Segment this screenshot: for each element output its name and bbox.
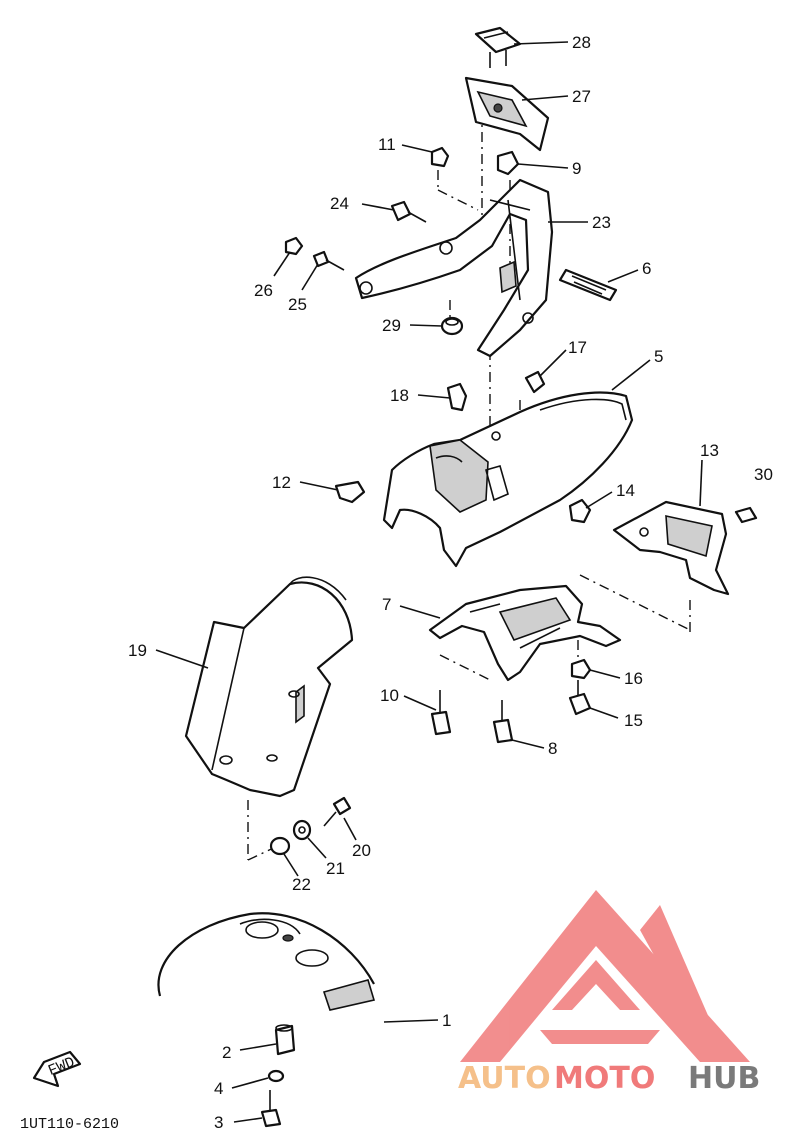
diagram-code: 1UT110-6210 — [20, 1116, 119, 1133]
callout-labels: 28 27 11 9 24 23 26 25 6 29 17 5 18 13 3… — [128, 33, 773, 1132]
callout-27: 27 — [572, 87, 591, 106]
part-18-clip — [446, 382, 468, 412]
callout-22: 22 — [292, 875, 311, 894]
watermark-logo — [460, 890, 750, 1062]
part-29-grommet — [440, 316, 464, 336]
part-6-emblem — [558, 268, 618, 302]
callout-21: 21 — [326, 859, 345, 878]
callout-16: 16 — [624, 669, 643, 688]
part-28-plate — [474, 26, 522, 68]
part-1-front-fender — [157, 912, 376, 1011]
part-23-grab-bar — [354, 178, 554, 358]
callout-14: 14 — [616, 481, 635, 500]
callout-9: 9 — [572, 159, 581, 178]
callout-2: 2 — [222, 1043, 231, 1062]
part-24-bolt — [390, 200, 427, 223]
callout-24: 24 — [330, 194, 349, 213]
part-2-spacer — [274, 1024, 296, 1056]
part-16-nut — [570, 658, 592, 680]
part-9-nut — [496, 150, 520, 176]
callout-4: 4 — [214, 1079, 223, 1098]
part-30-cap — [734, 506, 758, 524]
callout-23: 23 — [592, 213, 611, 232]
watermark-text: AUTO MOTO HUB — [458, 1061, 760, 1096]
callout-29: 29 — [382, 316, 401, 335]
part-19-side-cover — [184, 576, 354, 798]
callout-18: 18 — [390, 386, 409, 405]
callout-20: 20 — [352, 841, 371, 860]
callout-17: 17 — [568, 338, 587, 357]
part-17-clip — [524, 370, 546, 394]
callout-28: 28 — [572, 33, 591, 52]
part-20-bolt — [323, 796, 352, 827]
callout-15: 15 — [624, 711, 643, 730]
leader-lines — [155, 41, 703, 1123]
callout-5: 5 — [654, 347, 663, 366]
watermark-auto: AUTO — [458, 1061, 551, 1096]
part-10-bolt — [430, 690, 452, 736]
callout-12: 12 — [272, 473, 291, 492]
callout-26: 26 — [254, 281, 273, 300]
part-12-clip — [334, 480, 366, 504]
callout-19: 19 — [128, 641, 147, 660]
fwd-arrow-icon: FWD — [32, 1050, 82, 1088]
callout-7: 7 — [382, 595, 391, 614]
callout-13: 13 — [700, 441, 719, 460]
callout-30: 30 — [754, 465, 773, 484]
callout-11: 11 — [378, 135, 396, 154]
part-7-lower-bracket — [428, 584, 622, 682]
part-8-bolt — [492, 700, 514, 744]
part-21-nut — [292, 819, 312, 841]
callout-10: 10 — [380, 686, 399, 705]
part-4-washer — [267, 1069, 285, 1083]
part-22-grommet — [269, 836, 291, 856]
part-5-rear-fender — [382, 391, 634, 568]
part-27-bracket — [464, 76, 550, 152]
watermark-hub: HUB — [688, 1061, 760, 1096]
part-11-nut — [430, 146, 450, 168]
callout-3: 3 — [214, 1113, 223, 1132]
watermark-triangle-icon — [460, 890, 750, 1062]
callout-25: 25 — [288, 295, 307, 314]
part-13-bracket — [612, 500, 730, 596]
part-3-bolt — [260, 1090, 282, 1128]
callout-1: 1 — [442, 1011, 451, 1030]
part-14-nut — [568, 498, 592, 524]
part-15-bolt — [568, 680, 592, 716]
part-25-bolt — [312, 250, 345, 271]
watermark-moto: MOTO — [554, 1061, 655, 1096]
callout-8: 8 — [548, 739, 557, 758]
part-26-nut — [284, 236, 304, 256]
callout-6: 6 — [642, 259, 651, 278]
